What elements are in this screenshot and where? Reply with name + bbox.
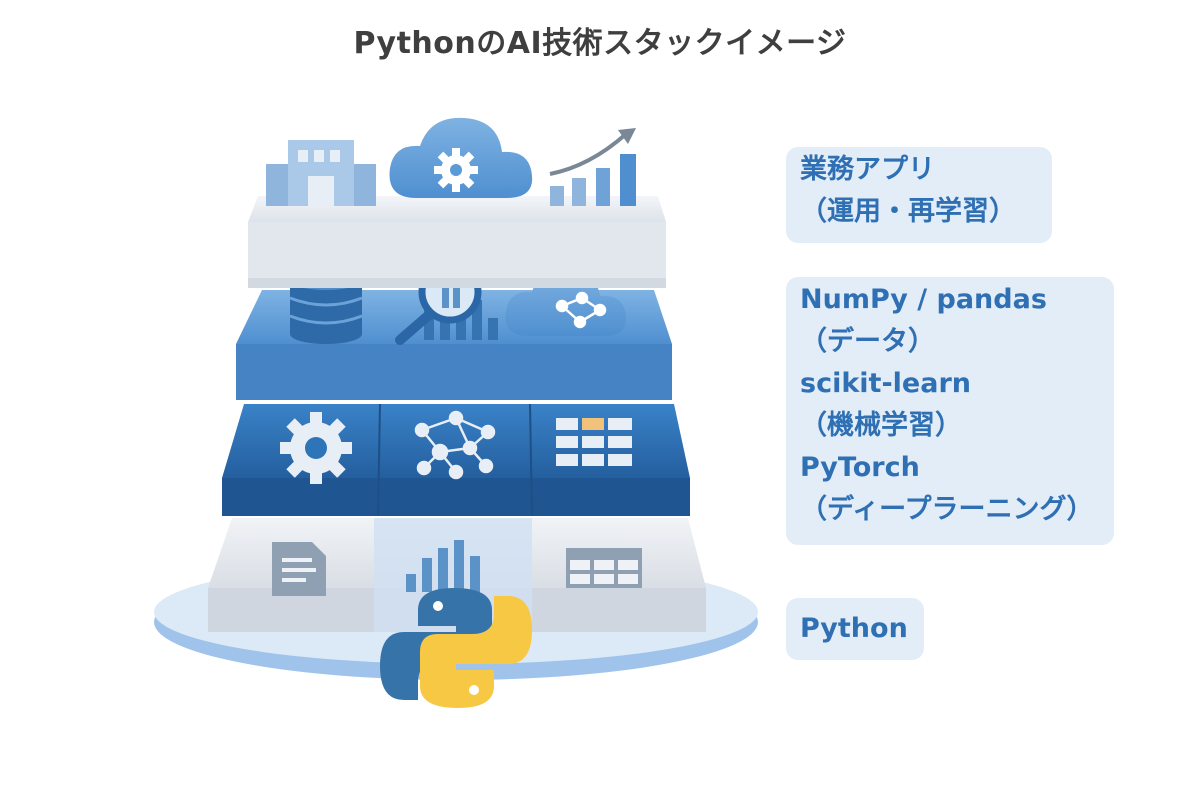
bar-chart-icon (406, 540, 480, 592)
python-logo-icon (380, 588, 532, 708)
label-line: PyTorch (800, 452, 920, 483)
label-line: NumPy / pandas (800, 284, 1047, 315)
grid-table-icon (556, 418, 632, 466)
neural-network-icon (414, 410, 496, 480)
label-line: （ディープラーニング） (800, 494, 1094, 525)
label-line: 業務アプリ (800, 154, 935, 185)
app-layer (248, 117, 666, 288)
label-business-apps: 業務アプリ （運用・再学習） (786, 147, 1052, 243)
label-libraries: NumPy / pandas （データ） scikit-learn （機械学習）… (786, 277, 1114, 545)
label-line: （運用・再学習） (800, 196, 1016, 227)
label-python: Python (786, 598, 924, 660)
label-line: （機械学習） (800, 410, 962, 441)
table-icon (566, 548, 642, 588)
page-title: PythonのAI技術スタックイメージ (353, 26, 847, 61)
building-icon (266, 140, 376, 206)
label-line: （データ） (800, 326, 935, 357)
document-icon (272, 542, 326, 596)
ml-layer (222, 403, 690, 517)
cloud-gear-icon (389, 117, 533, 198)
growth-chart-icon (549, 128, 636, 206)
label-line: scikit-learn (800, 368, 971, 399)
gear-icon (280, 412, 352, 484)
